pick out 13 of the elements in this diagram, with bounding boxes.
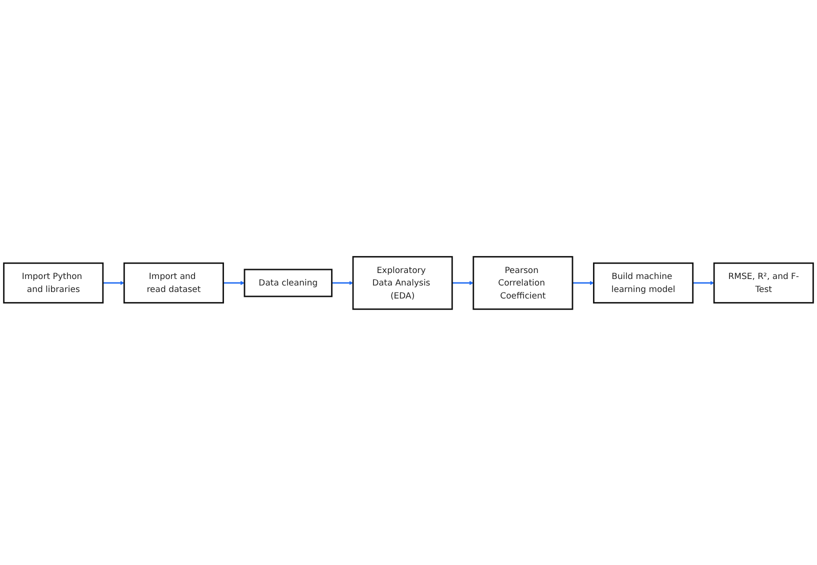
node-box: Exploratory Data Analysis (EDA) — [352, 256, 453, 310]
node-box: Data cleaning — [244, 268, 332, 297]
arrow — [223, 280, 245, 285]
arrow — [452, 280, 474, 285]
node-box: Build machine learning model — [593, 262, 694, 304]
node-box: RMSE, R², and F-Test — [713, 262, 814, 304]
arrow — [692, 280, 714, 285]
node-box: Pearson Correlation Coefficient — [472, 256, 574, 310]
arrow — [572, 280, 594, 285]
arrow — [332, 280, 354, 285]
node-box: Import and read dataset — [123, 262, 224, 304]
node-box: Import Python and libraries — [3, 262, 104, 304]
arrow — [102, 280, 124, 285]
